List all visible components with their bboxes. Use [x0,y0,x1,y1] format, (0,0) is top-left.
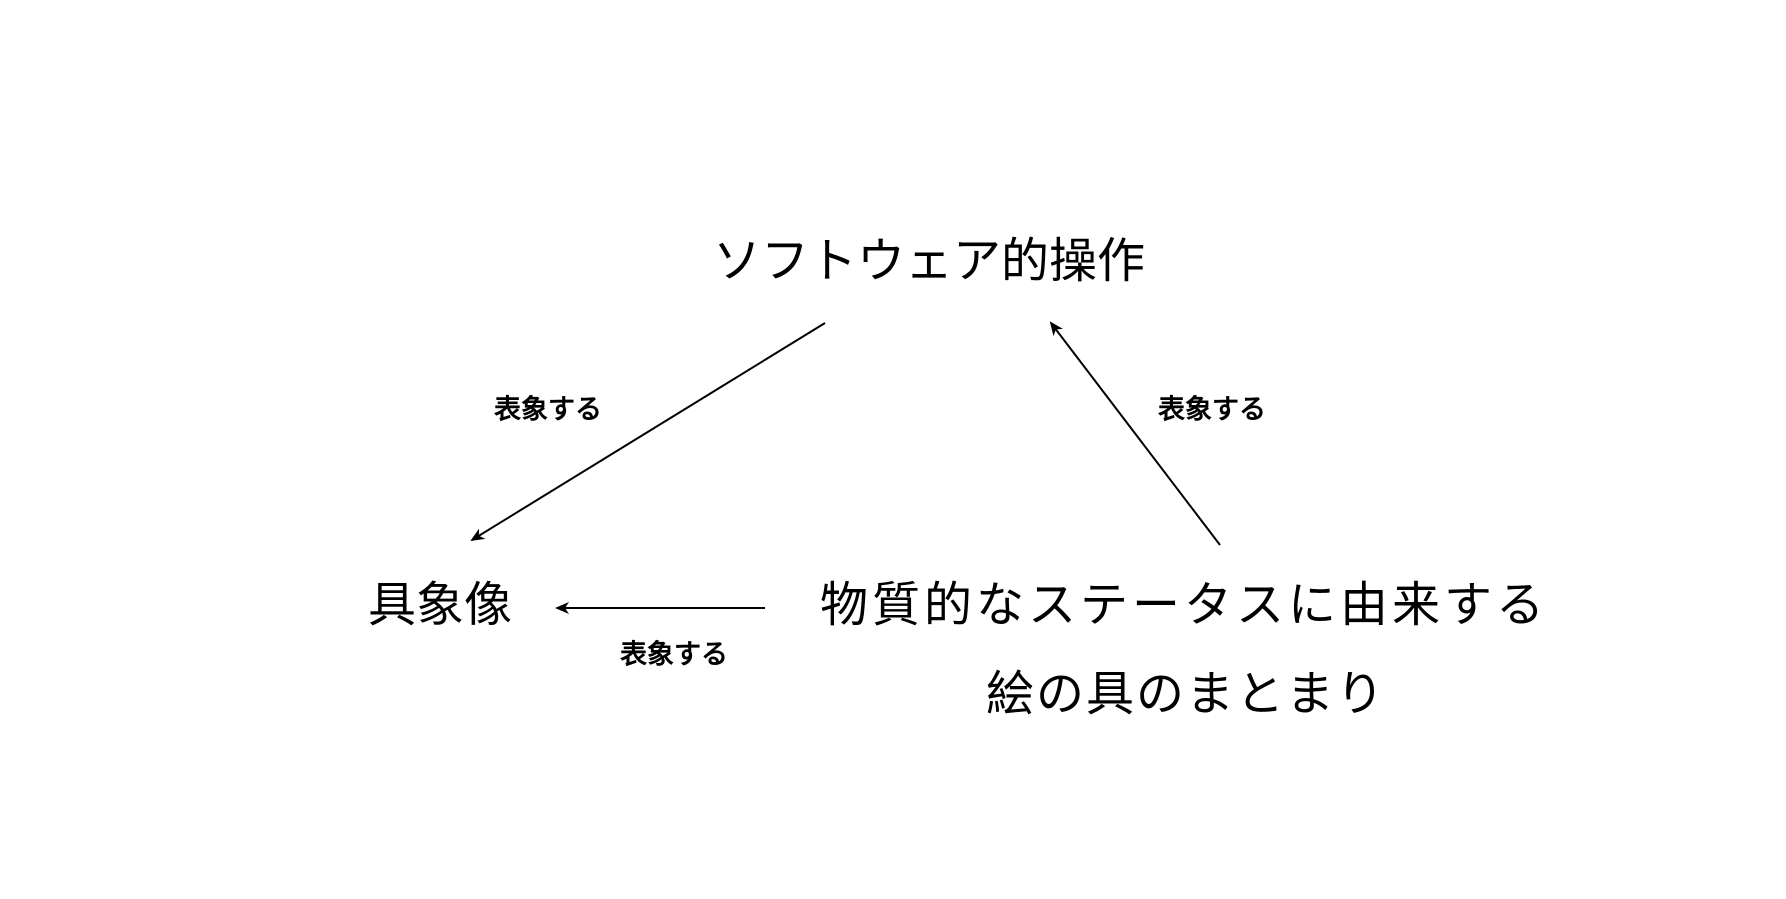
node-software-operation: ソフトウェア的操作 [712,233,1146,289]
node-concrete-image: 具象像 [367,577,513,633]
arrow-software-to-concrete [470,322,826,542]
edge-label-software-to-concrete: 表象する [494,394,602,426]
arrow-paint-to-software [1049,321,1221,546]
node-paint-mass-line2: 絵の具のまとまり [985,666,1387,722]
edge-label-paint-to-concrete: 表象する [620,639,728,671]
edge-label-paint-to-software: 表象する [1158,394,1266,426]
node-paint-mass-line1: 物質的なステータスに由来する [819,577,1549,633]
